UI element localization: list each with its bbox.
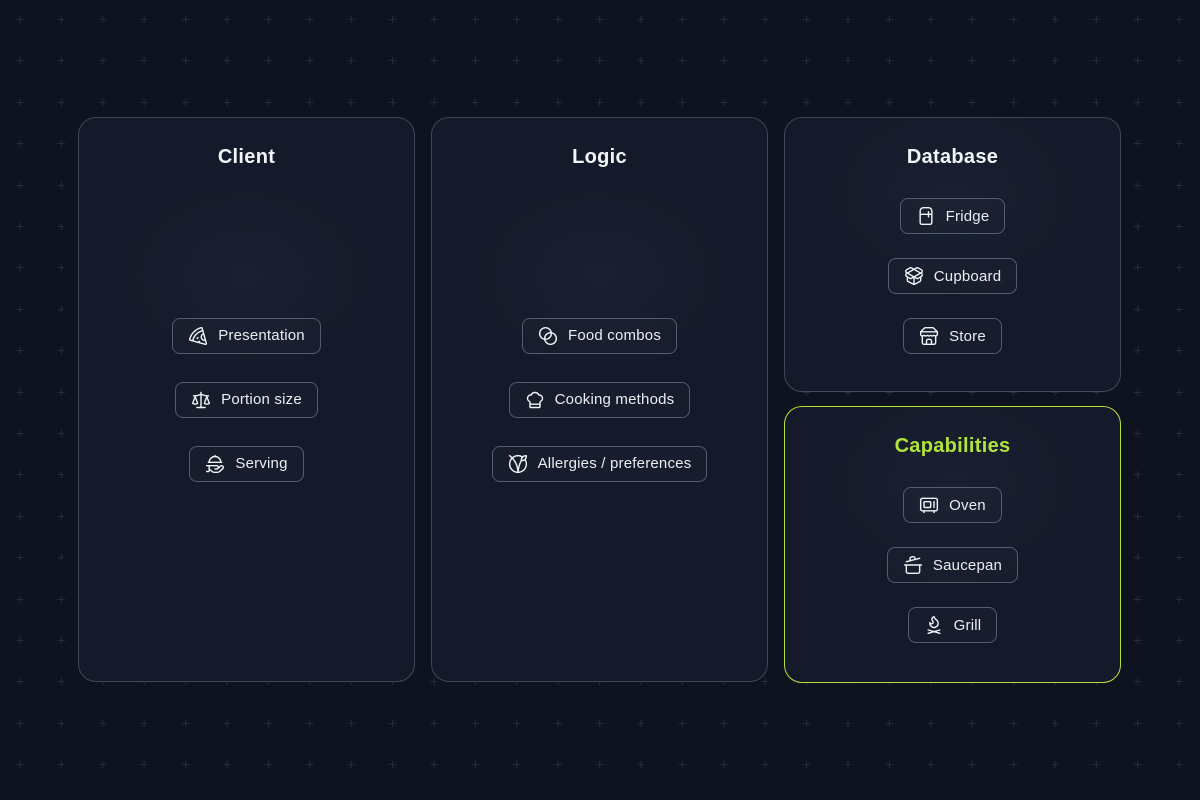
allergies-preferences-button[interactable]: Allergies / preferences <box>491 445 708 482</box>
card-capabilities: Capabilities Oven Saucepan Grill <box>784 406 1121 683</box>
hand-platter-icon <box>205 454 225 474</box>
card-client: Client Presentation Portion size Serving <box>78 117 415 682</box>
card-logic: Logic Food combos Cooking methods Allerg… <box>431 117 768 682</box>
grill-button[interactable]: Grill <box>907 607 998 643</box>
serving-button[interactable]: Serving <box>189 445 304 482</box>
cooking-pot-icon <box>903 555 923 575</box>
cooking-methods-button[interactable]: Cooking methods <box>508 381 691 418</box>
card-client-buttons: Presentation Portion size Serving <box>79 118 414 681</box>
cupboard-button[interactable]: Cupboard <box>887 258 1018 294</box>
saucepan-button[interactable]: Saucepan <box>886 547 1019 583</box>
flame-kindling-icon <box>924 615 944 635</box>
pizza-icon <box>188 326 208 346</box>
card-title-capabilities: Capabilities <box>894 435 1011 457</box>
oven-button[interactable]: Oven <box>903 487 1002 523</box>
microwave-icon <box>919 495 939 515</box>
presentation-button[interactable]: Presentation <box>172 317 321 354</box>
blend-icon <box>538 326 558 346</box>
card-title-database: Database <box>906 146 999 168</box>
food-combos-button[interactable]: Food combos <box>521 317 678 354</box>
card-title-client: Client <box>217 146 276 168</box>
portion-size-button[interactable]: Portion size <box>175 381 318 418</box>
store-icon <box>919 326 939 346</box>
fridge-button[interactable]: Fridge <box>899 198 1006 234</box>
store-button[interactable]: Store <box>903 318 1002 354</box>
card-title-logic: Logic <box>572 146 627 168</box>
package-open-icon <box>904 266 924 286</box>
refrigerator-icon <box>916 206 936 226</box>
chef-hat-icon <box>525 390 545 410</box>
card-capabilities-buttons: Oven Saucepan Grill <box>785 487 1120 643</box>
card-database-buttons: Fridge Cupboard Store <box>785 198 1120 354</box>
scale-icon <box>191 390 211 410</box>
card-logic-buttons: Food combos Cooking methods Allergies / … <box>432 118 767 681</box>
vegan-icon <box>508 454 528 474</box>
card-database: Database Fridge Cupboard Store <box>784 117 1121 392</box>
